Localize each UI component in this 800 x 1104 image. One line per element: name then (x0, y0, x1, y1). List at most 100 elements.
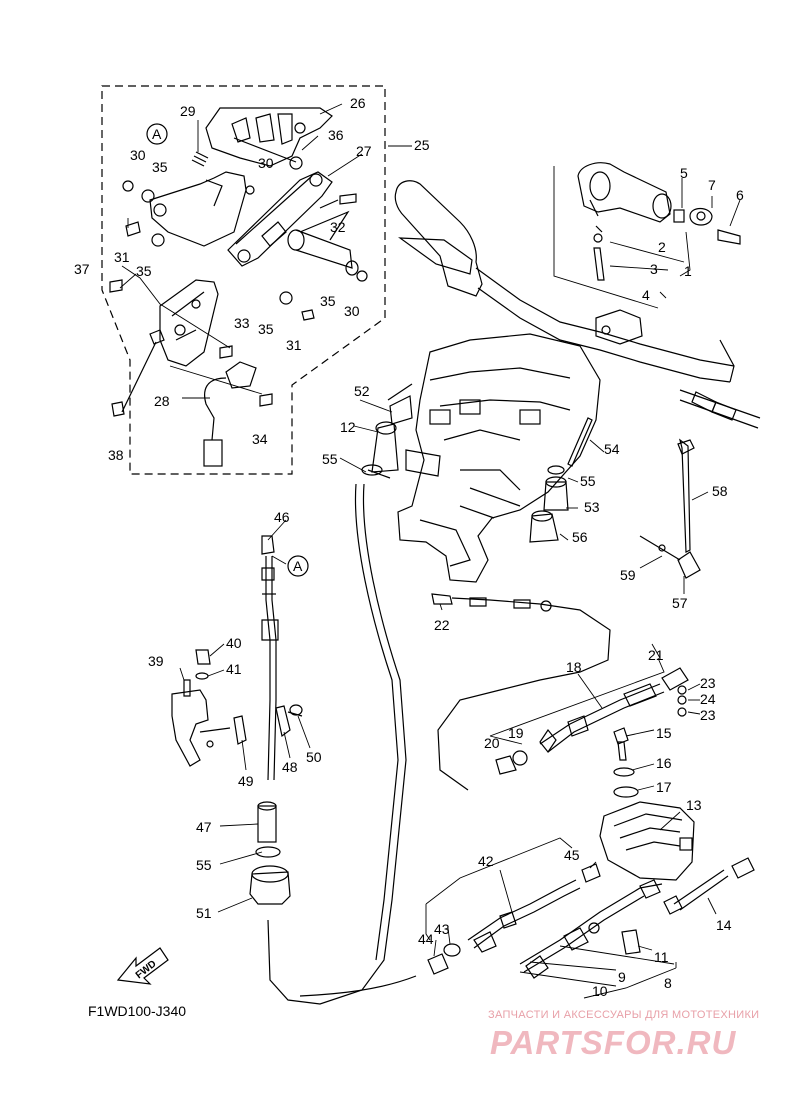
leader-lines (179, 399, 717, 999)
part-number-p19: 19 (508, 725, 524, 741)
part-number-p16: 16 (656, 755, 672, 771)
part-number-p41: 41 (226, 661, 242, 677)
part-link-rod (233, 137, 297, 163)
part-number-p37: 37 (74, 261, 90, 277)
parts-57-58-59 (639, 438, 701, 579)
small-fasteners (109, 151, 368, 417)
part-number-p55b: 55 (580, 473, 596, 489)
part-number-p12: 12 (340, 419, 356, 435)
throttle-grip-assembly (577, 162, 741, 281)
part-number-p29: 29 (180, 103, 196, 119)
part-number-p17: 17 (656, 779, 672, 795)
part-number-p50: 50 (306, 749, 322, 765)
part-number-p39: 39 (148, 653, 164, 669)
part-number-p5: 5 (680, 165, 688, 181)
part-number-p31b: 31 (286, 337, 302, 353)
part-number-p25: 25 (414, 137, 430, 153)
part-number-p4: 4 (642, 287, 650, 303)
part-number-p56: 56 (572, 529, 588, 545)
part-number-p42: 42 (478, 853, 494, 869)
part-11-clip (621, 929, 641, 955)
part-number-p27: 27 (356, 143, 372, 159)
part-number-p14: 14 (716, 917, 732, 933)
part-28-switch-harness (203, 361, 257, 467)
part-number-p18: 18 (566, 659, 582, 675)
cable-ends (679, 389, 761, 429)
callout-circle-a-lower (287, 555, 309, 577)
leader-lines-box (119, 103, 412, 399)
part-number-p13: 13 (686, 797, 702, 813)
part-bracket-upper (149, 171, 247, 247)
cable-18-group (495, 667, 689, 775)
part-number-p51: 51 (196, 905, 212, 921)
cable-52 (267, 383, 413, 1005)
part-number-p30a: 30 (130, 147, 146, 163)
part-number-p8: 8 (664, 975, 672, 991)
part-number-p32: 32 (330, 219, 346, 235)
part-number-p59: 59 (620, 567, 636, 583)
part-number-p9: 9 (618, 969, 626, 985)
part-number-p58: 58 (712, 483, 728, 499)
part-number-p38: 38 (108, 447, 124, 463)
parts-39-40-41 (171, 649, 231, 767)
part-number-p49: 49 (238, 773, 254, 789)
fwd-label: FWD (134, 959, 159, 982)
part-number-p54: 54 (604, 441, 620, 457)
fwd-arrow-icon (116, 947, 169, 985)
part-number-p35d: 35 (320, 293, 336, 309)
part-number-p1: 1 (684, 263, 692, 279)
part-number-p43: 43 (434, 921, 450, 937)
part-number-p15: 15 (656, 725, 672, 741)
part-14-cable (663, 857, 755, 915)
part-13-block (599, 801, 695, 881)
callout-a-lower-text: A (293, 558, 303, 574)
part-number-p2: 2 (658, 239, 666, 255)
part-number-p10: 10 (592, 983, 608, 999)
part-number-p31a: 31 (114, 249, 130, 265)
part-number-p35a: 35 (152, 159, 168, 175)
part-number-p34: 34 (252, 431, 268, 447)
parts-53-56-54 (529, 417, 593, 543)
part-number-p11: 11 (654, 949, 669, 965)
diagram-code: F1WD100-J340 (88, 1003, 187, 1019)
parts-48-49-50 (233, 704, 303, 745)
handlebar-assembly (394, 180, 735, 383)
part-number-p55c: 55 (196, 857, 212, 873)
part-number-p26: 26 (350, 95, 366, 111)
callout-a-upper-text: A (152, 126, 162, 142)
part-number-p22: 22 (434, 617, 450, 633)
part-26-grip-bracket (205, 107, 333, 167)
part-number-p35b: 35 (136, 263, 152, 279)
parts-46-47-51 (249, 535, 291, 905)
cable-42-group (299, 863, 601, 997)
part-number-p28: 28 (154, 393, 170, 409)
part-number-p3: 3 (650, 261, 658, 277)
part-labels: 1234567891011121314151617181920212223232… (74, 95, 744, 999)
part-number-p33: 33 (234, 315, 250, 331)
part-number-p7: 7 (708, 177, 716, 193)
part-27-lever-arm (227, 171, 333, 267)
watermark-logo: PARTSFOR.RU (490, 1024, 737, 1061)
part-roller-pin (287, 210, 359, 276)
group-bracket-1 (553, 166, 741, 309)
parts-15-16-17 (613, 727, 639, 798)
part-number-p52: 52 (354, 383, 370, 399)
part-number-p55a: 55 (322, 451, 338, 467)
part-number-p57: 57 (672, 595, 688, 611)
part-number-p23a: 23 (700, 675, 716, 691)
part-number-p30c: 30 (344, 303, 360, 319)
part-number-p47: 47 (196, 819, 212, 835)
part-number-p20: 20 (484, 735, 500, 751)
part-number-p23b: 23 (700, 707, 716, 723)
part-number-p40: 40 (226, 635, 242, 651)
part-lower-bracket (159, 279, 219, 367)
callout-circle-a-upper (146, 123, 168, 145)
part-number-p45: 45 (564, 847, 580, 863)
steering-column (397, 333, 601, 583)
part-number-p36: 36 (328, 127, 344, 143)
part-number-p30b: 30 (258, 155, 274, 171)
part-number-p46: 46 (274, 509, 290, 525)
part-number-p44: 44 (418, 931, 434, 947)
part-number-p21: 21 (648, 647, 664, 663)
